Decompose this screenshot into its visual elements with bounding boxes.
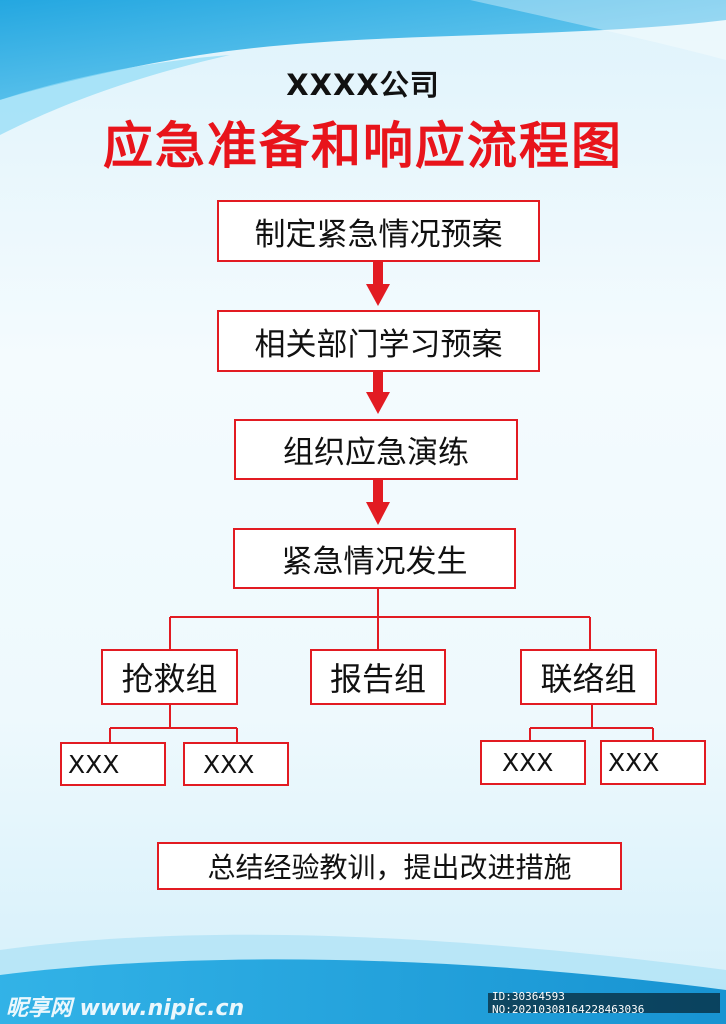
rescue-member-1: XXX xyxy=(60,742,166,786)
group-box-rescue: 抢救组 xyxy=(101,649,238,705)
step-box-drill: 组织应急演练 xyxy=(234,419,518,480)
rescue-member-2: XXX xyxy=(183,742,289,786)
company-name: XXXX公司 xyxy=(286,68,440,102)
arrow-head-3 xyxy=(366,502,390,525)
group-box-report: 报告组 xyxy=(310,649,446,705)
arrow-shaft-1 xyxy=(373,262,383,286)
step-box-study: 相关部门学习预案 xyxy=(217,310,540,372)
arrow-shaft-3 xyxy=(373,480,383,504)
arrow-shaft-2 xyxy=(373,372,383,394)
group-box-liaison: 联络组 xyxy=(520,649,657,705)
watermark-id: ID:30364593 NO:20210308164228463036 xyxy=(488,990,720,1016)
summary-box: 总结经验教训，提出改进措施 xyxy=(157,842,622,890)
page-title: 应急准备和响应流程图 xyxy=(103,117,623,175)
liaison-member-1: XXX xyxy=(480,740,586,785)
step-box-emergency: 紧急情况发生 xyxy=(233,528,516,589)
liaison-member-2: XXX xyxy=(600,740,706,785)
arrow-head-2 xyxy=(366,392,390,414)
step-box-plan: 制定紧急情况预案 xyxy=(217,200,540,262)
arrow-head-1 xyxy=(366,284,390,306)
watermark-logo: 昵享网 www.nipic.cn xyxy=(6,996,245,1021)
